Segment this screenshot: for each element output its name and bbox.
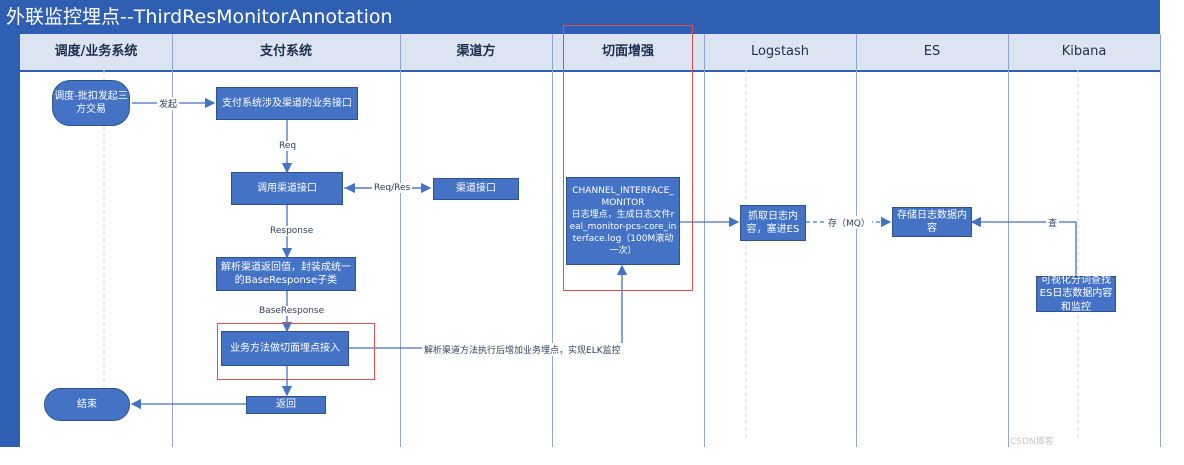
edge-label-response: Response <box>268 226 316 236</box>
edge-label-parse-exec: 解析渠道方法执行后增加业务埋点，实现ELK监控 <box>422 343 623 356</box>
lane-header-channel: 渠道方 <box>456 44 496 59</box>
phase-band: 阶段 <box>0 34 37 465</box>
parse-response-node: 解析渠道返回值，封装成统一的BaseResponse子类 <box>216 257 356 291</box>
es-store-node: 存储日志数据内容 <box>892 207 972 237</box>
return-node: 返回 <box>246 396 326 414</box>
lane-divider <box>1008 34 1009 447</box>
aspect-monitor-node: CHANNEL_INTERFACE_MONITOR 日志埋点，生成日志文件rea… <box>566 177 680 265</box>
diagram-title: 外联监控埋点--ThirdResMonitorAnnotation <box>6 6 393 28</box>
lane-header-row <box>20 34 1160 72</box>
start-node: 调度-批扣发起三方交易 <box>52 80 130 126</box>
lane-header-payment: 支付系统 <box>259 44 312 59</box>
lane-divider <box>552 34 553 447</box>
logstash-grab-node: 抓取日志内容，塞进ES <box>740 205 806 241</box>
access-highlight-frame <box>217 323 375 380</box>
lane-divider <box>172 34 173 447</box>
lane-header-scheduler: 调度/业务系统 <box>54 44 138 59</box>
lane-divider <box>1160 34 1161 447</box>
lane-divider <box>400 34 401 447</box>
lane-header-kibana: Kibana <box>1061 44 1107 59</box>
edge-label-base-response: BaseResponse <box>257 306 327 316</box>
edge-label-req-res: Req/Res <box>372 183 413 193</box>
payment-interface-node: 支付系统涉及渠道的业务接口 <box>216 87 358 120</box>
aspect-highlight-frame <box>563 25 693 291</box>
kibana-node: 可视化分词查找ES日志数据内容和监控 <box>1036 275 1116 313</box>
lane-header-es: ES <box>923 44 941 59</box>
channel-interface-node: 渠道接口 <box>433 178 519 200</box>
edge-label-query: 查 <box>1046 216 1060 229</box>
call-channel-node: 调用渠道接口 <box>231 172 343 205</box>
end-node: 结束 <box>44 388 130 421</box>
arrow-query <box>970 216 1077 276</box>
title-bar: 外联监控埋点--ThirdResMonitorAnnotation <box>0 0 1160 34</box>
lane-divider <box>704 34 705 447</box>
lane-header-logstash: Logstash <box>750 44 810 59</box>
watermark: CSDN博客 <box>1010 437 1054 447</box>
lane-divider <box>856 34 857 447</box>
edge-label-launch: 发起 <box>157 97 180 110</box>
edge-label-store-mq: 存（MQ） <box>826 216 872 229</box>
aspect-access-node: 业务方法做切面埋点接入 <box>221 331 349 366</box>
lane-header-aspect: 切面增强 <box>601 44 654 59</box>
edge-label-req: Req <box>277 141 299 151</box>
